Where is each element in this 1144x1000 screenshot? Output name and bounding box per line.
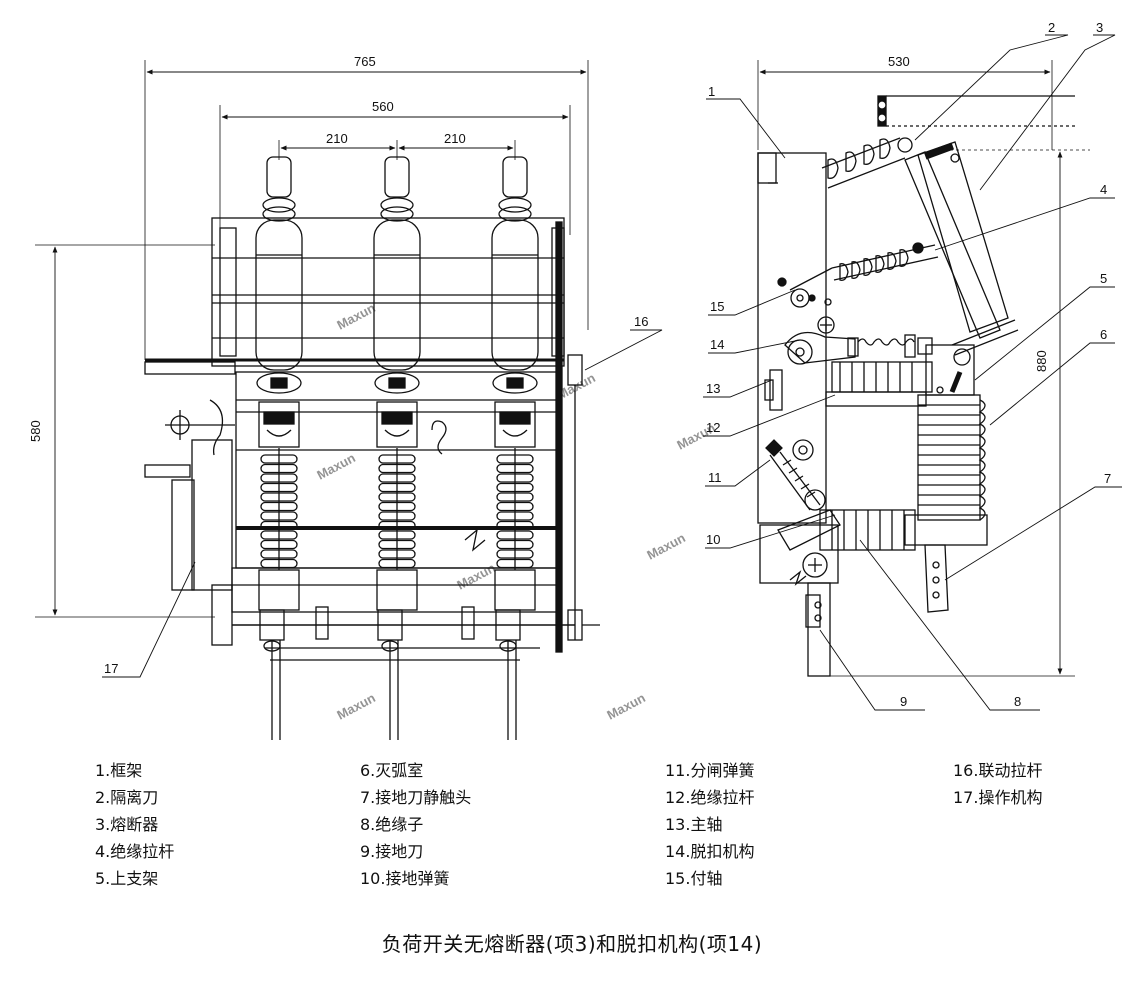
side-grounding-assembly	[777, 509, 916, 586]
callout-12: 12	[706, 420, 720, 435]
pole-1-bottom-cap	[256, 372, 302, 394]
pole-3-contact-block	[494, 401, 536, 448]
dimension-label-880: 880	[1034, 350, 1049, 372]
legend-item: 8.绝缘子	[360, 815, 424, 834]
legend-item: 5.上支架	[95, 869, 159, 888]
pole-2-contact-block	[376, 401, 418, 448]
legend-item: 12.绝缘拉杆	[665, 788, 755, 807]
pole-3-base	[494, 569, 536, 611]
side-view	[757, 60, 1090, 677]
legend-item: 13.主轴	[665, 815, 723, 834]
pole-2-cap	[380, 197, 414, 213]
callout-3: 3	[1096, 20, 1103, 35]
dimension-530	[757, 60, 1053, 150]
pole-2-base	[376, 569, 418, 611]
legend-column-2: 6.灭弧室 7.接地刀静触头 8.绝缘子 9.接地刀 10.接地弹簧	[360, 757, 471, 892]
side-static-contact	[924, 544, 949, 613]
callout-15: 15	[710, 299, 724, 314]
front-view	[35, 60, 600, 740]
pole-2-bottom-cap	[374, 372, 420, 394]
leader-lines	[102, 34, 1122, 711]
callout-2: 2	[1048, 20, 1055, 35]
technical-drawing: Maxun Maxun Maxun Maxun Maxun Maxun Maxu…	[28, 20, 1122, 740]
dimension-210-pair	[278, 140, 516, 160]
watermark: Maxun	[604, 690, 647, 723]
side-aux-shaft	[777, 267, 835, 334]
legend-item: 10.接地弹簧	[360, 869, 450, 888]
dimension-880	[830, 149, 1090, 677]
pole-group	[255, 156, 539, 611]
callout-labels: 1 2 3 4 5 6 7 8 9 10 11 12 13 14 15 16 1…	[28, 20, 1111, 709]
pole-3-fuse-body	[491, 219, 539, 371]
callout-4: 4	[1100, 182, 1107, 197]
figure-caption: 负荷开关无熔断器(项3)和脱扣机构(项14)	[381, 932, 763, 956]
watermark: Maxun	[334, 300, 377, 333]
callout-16: 16	[634, 314, 648, 329]
legend-item: 1.框架	[95, 761, 143, 780]
callout-1: 1	[708, 84, 715, 99]
legend-item: 3.熔断器	[95, 815, 159, 834]
watermark: Maxun	[644, 530, 687, 563]
dimension-label-560: 560	[372, 99, 394, 114]
dimension-label-210-right: 210	[444, 131, 466, 146]
watermark: Maxun	[454, 560, 497, 593]
legend-item: 17.操作机构	[953, 788, 1043, 807]
pole-1-fuse-body	[255, 219, 303, 371]
legend-item: 2.隔离刀	[95, 788, 159, 807]
callout-17: 17	[104, 661, 118, 676]
dimension-label-580: 580	[28, 420, 43, 442]
legend: 1.框架 2.隔离刀 3.熔断器 4.绝缘拉杆 5.上支架 6.灭弧室 7.接地…	[95, 757, 1105, 907]
side-top-insulator	[821, 95, 1075, 189]
legend-item: 11.分闸弹簧	[665, 761, 755, 780]
legend-column-4: 16.联动拉杆 17.操作机构	[953, 757, 1042, 811]
legend-item: 14.脱扣机构	[665, 842, 755, 861]
pole-3-bottom-cap	[492, 372, 538, 394]
watermark: Maxun	[314, 450, 357, 483]
callout-13: 13	[706, 381, 720, 396]
callout-6: 6	[1100, 327, 1107, 342]
legend-item: 6.灭弧室	[360, 761, 424, 780]
callout-11: 11	[708, 470, 722, 485]
pole-2-terminal	[384, 156, 410, 198]
callout-7: 7	[1104, 471, 1111, 486]
dimension-label-765: 765	[354, 54, 376, 69]
side-fuse	[904, 141, 1019, 356]
side-opening-spring	[765, 439, 826, 511]
pole-3-terminal	[502, 156, 528, 198]
legend-item: 7.接地刀静触头	[360, 788, 472, 807]
dimension-label-530: 530	[888, 54, 910, 69]
legend-column-3: 11.分闸弹簧 12.绝缘拉杆 13.主轴 14.脱扣机构 15.付轴	[665, 757, 754, 892]
legend-column-1: 1.框架 2.隔离刀 3.熔断器 4.绝缘拉杆 5.上支架	[95, 757, 174, 892]
legend-item: 4.绝缘拉杆	[95, 842, 175, 861]
legend-item: 16.联动拉杆	[953, 761, 1043, 780]
dimension-580	[35, 244, 215, 618]
callout-8: 8	[1014, 694, 1021, 709]
callout-5: 5	[1100, 271, 1107, 286]
pole-1-terminal	[266, 156, 292, 198]
pole-1-contact-block	[258, 401, 300, 448]
callout-9: 9	[900, 694, 907, 709]
dimension-560	[219, 105, 571, 235]
pole-1-base	[258, 569, 300, 611]
pole-3-cap	[498, 197, 532, 213]
side-arc-chamber	[904, 394, 988, 546]
side-pull-rod	[831, 242, 939, 281]
dimension-765	[144, 60, 589, 360]
legend-item: 9.接地刀	[360, 842, 424, 861]
legend-item: 15.付轴	[665, 869, 723, 888]
callout-10: 10	[706, 532, 720, 547]
watermark: Maxun	[334, 690, 377, 723]
side-trip-mechanism	[764, 331, 933, 411]
pole-2-fuse-body	[373, 219, 421, 371]
pole-1-cap	[262, 197, 296, 213]
callout-14: 14	[710, 337, 724, 352]
dimension-label-210-left: 210	[326, 131, 348, 146]
